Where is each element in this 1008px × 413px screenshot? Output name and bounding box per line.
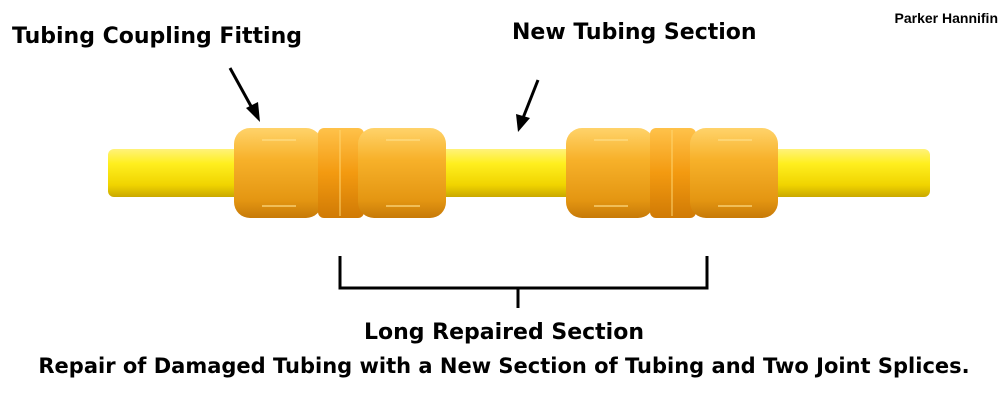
label-long-repaired-section: Long Repaired Section xyxy=(363,320,645,345)
right-nut xyxy=(358,128,446,218)
label-new-tubing-section: New Tubing Section xyxy=(512,20,757,45)
right-nut xyxy=(690,128,778,218)
left-nut xyxy=(234,128,322,218)
arrow-to-new-tubing xyxy=(516,79,540,132)
right-coupling-fitting xyxy=(566,128,778,218)
long-section-bracket xyxy=(338,256,709,308)
credit-text: Parker Hannifin xyxy=(894,10,998,26)
tubing xyxy=(108,149,930,197)
caption: Repair of Damaged Tubing with a New Sect… xyxy=(38,354,970,378)
label-tubing-coupling-fitting: Tubing Coupling Fitting xyxy=(12,24,302,49)
left-coupling-fitting xyxy=(234,128,446,218)
left-nut xyxy=(566,128,654,218)
arrow-to-fitting xyxy=(228,67,260,122)
